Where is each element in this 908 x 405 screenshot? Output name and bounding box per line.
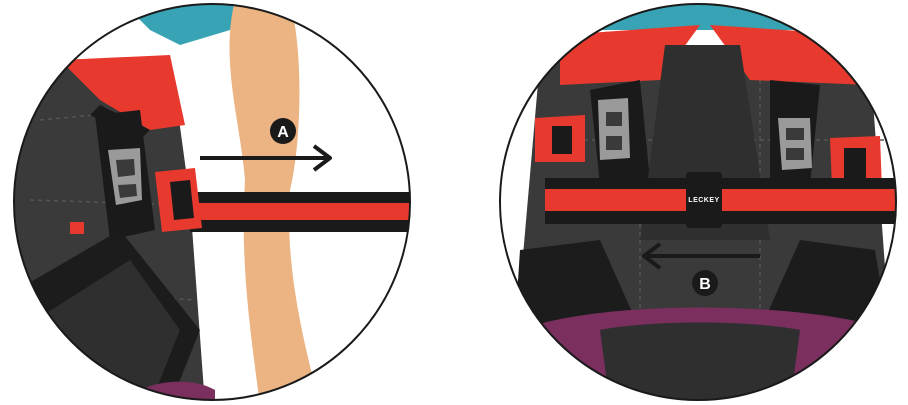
left-panel: A [0,0,420,405]
side-tab [70,222,84,234]
brand-tag-text: LECKEY [688,197,719,204]
chest-strap [190,192,415,232]
buckle-clip-right [778,118,812,170]
buckle-clip-left [598,98,630,160]
step-label-a: A [277,124,289,141]
step-badge-a: A [270,118,296,144]
step-badge-b: B [692,270,718,296]
brand-tag: LECKEY [686,172,722,228]
step-label-b: B [699,276,711,293]
red-buckle-left [535,115,585,162]
right-panel: LECKEY B [490,0,908,405]
red-buckle [155,168,202,232]
